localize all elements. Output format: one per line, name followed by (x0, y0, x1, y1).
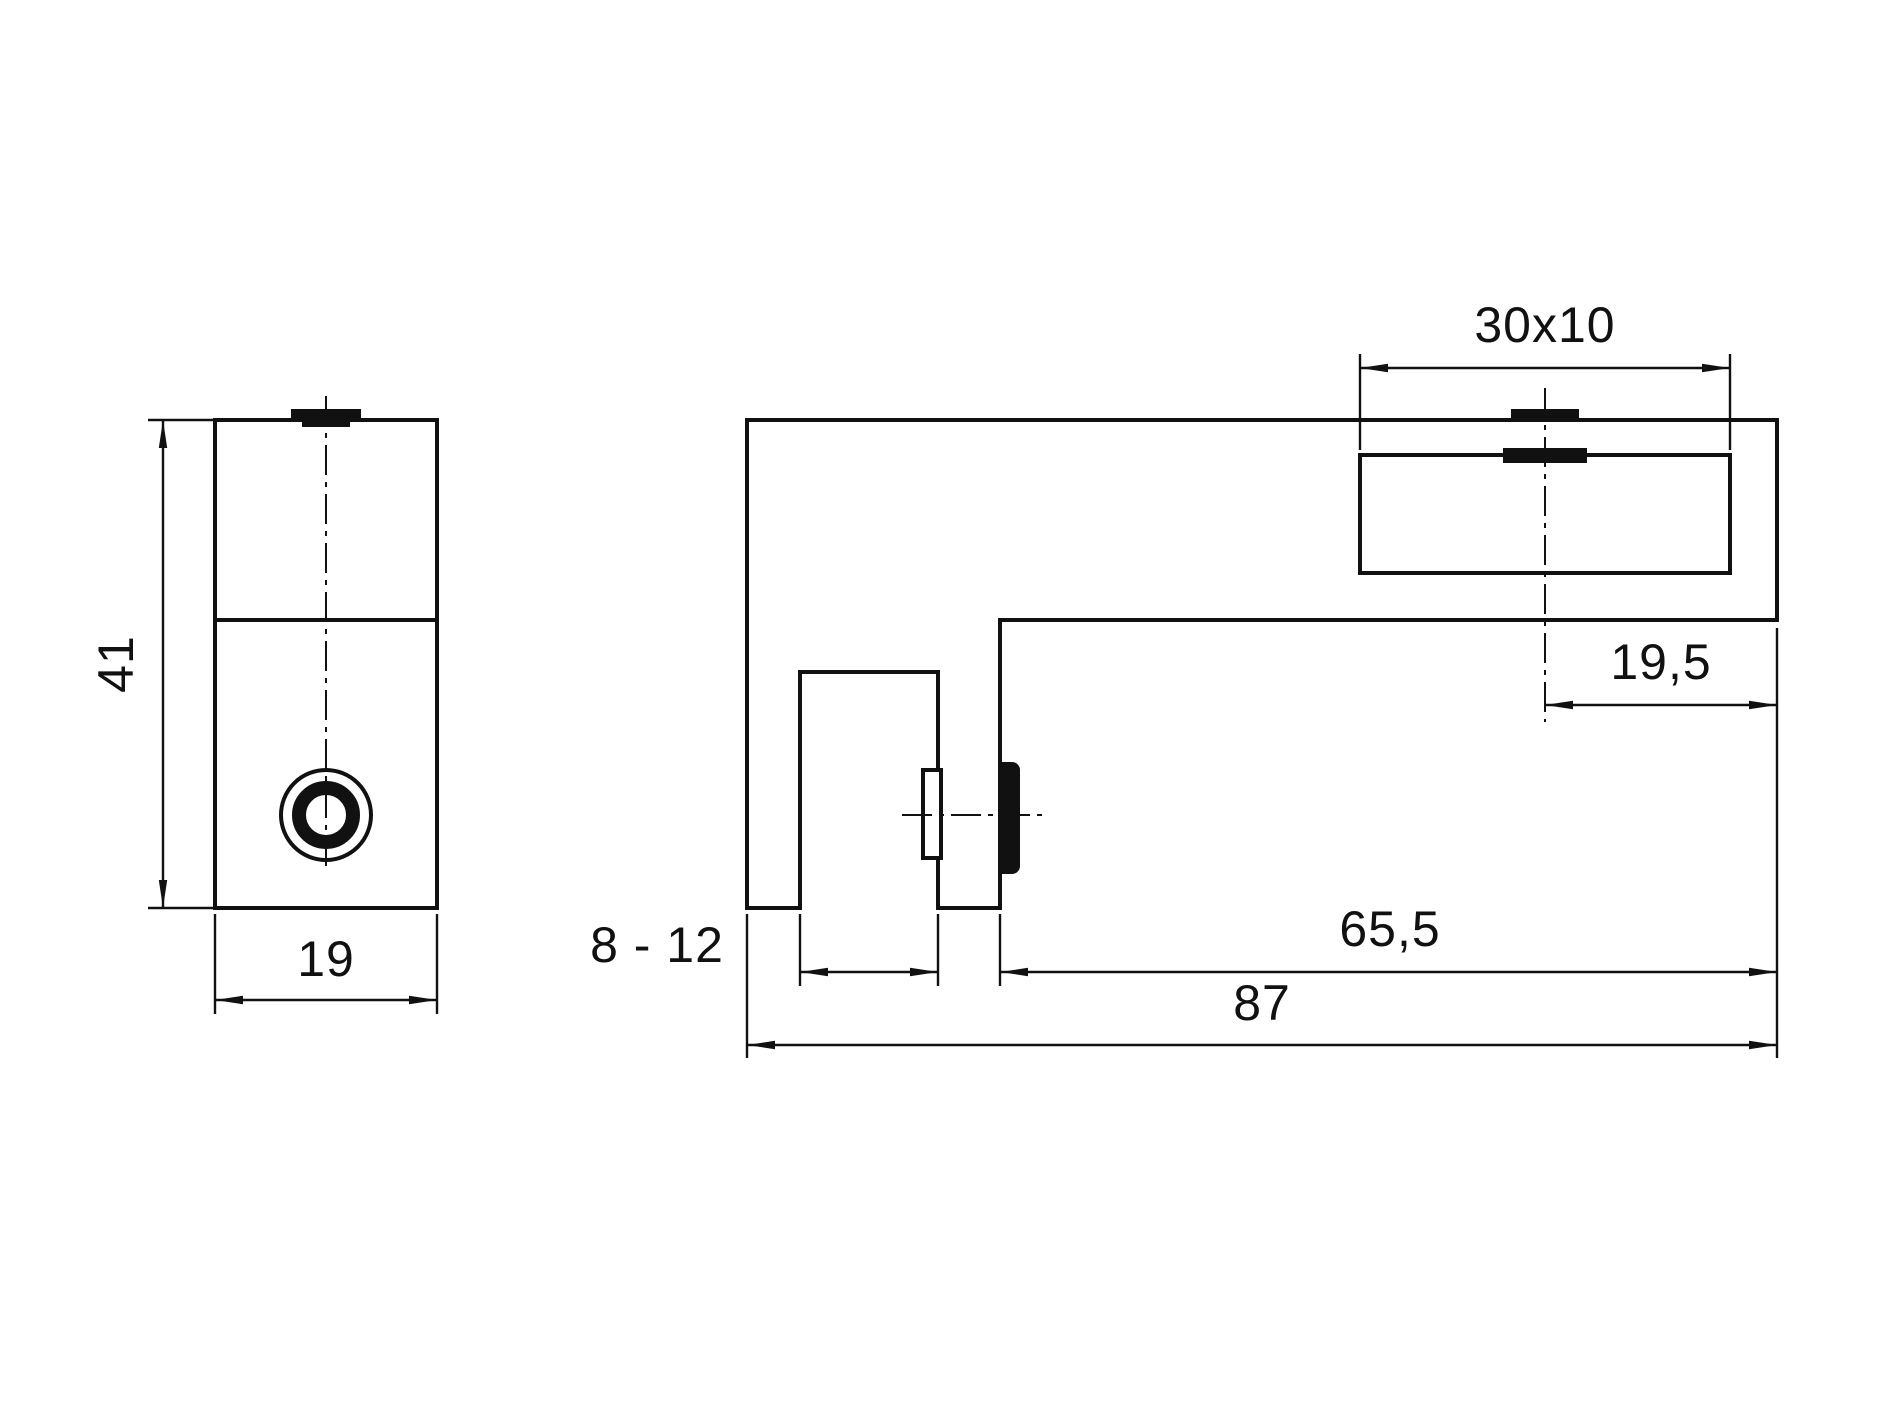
dim-clamp-gap: 8 - 12 (590, 914, 940, 986)
front-view: 30x10 19,5 8 - 12 65,5 (590, 297, 1779, 1058)
dim-side-height: 41 (88, 418, 213, 910)
dim-label-arm-length: 65,5 (1339, 901, 1440, 957)
dim-label-overall-width: 87 (1233, 975, 1291, 1031)
dim-side-width: 19 (213, 914, 439, 1014)
dim-label-slot: 30x10 (1474, 297, 1615, 353)
side-view: 41 19 (88, 396, 439, 1014)
dim-slot-offset: 19,5 (1545, 628, 1779, 1058)
dim-label-slot-offset: 19,5 (1610, 634, 1711, 690)
dim-label-clamp-gap: 8 - 12 (590, 917, 724, 973)
dim-slot: 30x10 (1358, 297, 1732, 450)
clamp-screw-end (1000, 762, 1020, 874)
dim-label-side-height: 41 (88, 635, 144, 693)
dim-overall-width: 87 (745, 914, 1777, 1058)
dim-label-side-width: 19 (297, 931, 355, 987)
dim-arm-length: 65,5 (998, 901, 1777, 986)
